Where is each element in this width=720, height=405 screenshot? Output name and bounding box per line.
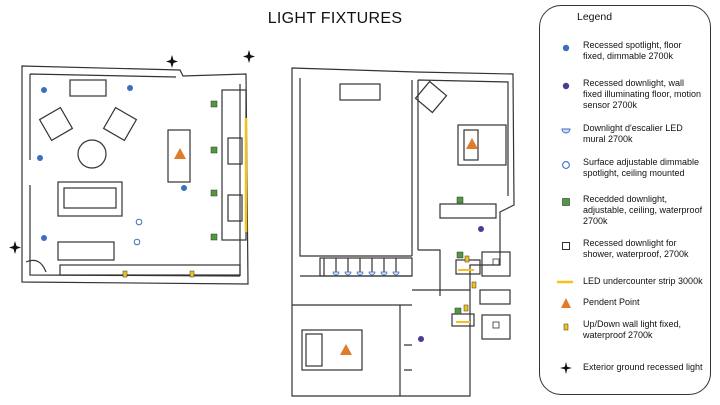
recessed-spotlight-blue: [127, 85, 133, 91]
shower-downlight-open: [492, 321, 500, 329]
ground-floor-plan: [21, 65, 249, 285]
recessed-downlight-purple: [418, 336, 424, 342]
floor-plans: [9, 50, 515, 397]
recessed-downlight-green: [210, 146, 218, 154]
up-down-wall-light: [189, 270, 195, 278]
surface-spotlight-open: [135, 218, 143, 226]
surface-spotlight-open: [133, 238, 141, 246]
orange-triangle-icon: [561, 298, 571, 308]
exterior-light-star: [166, 55, 178, 68]
stair-downlights: [332, 271, 400, 276]
legend-item-label: Surface adjustable dimmable spotlight, c…: [583, 157, 700, 178]
recessed-downlight-green: [454, 307, 462, 315]
exterior-light-star: [9, 241, 21, 254]
recessed-spotlight-blue: [37, 155, 43, 161]
upper-floor-plan-top: [291, 67, 515, 397]
legend-item-label: Up/Down wall light fixed, waterproof 270…: [583, 319, 682, 340]
legend-item-label: Recedded downlight, adjustable, ceiling,…: [583, 194, 703, 226]
up-down-wall-light: [471, 281, 477, 289]
legend-item-label: Downlight d'escalier LED mural 2700k: [583, 123, 683, 144]
green-square-icon: [562, 198, 570, 206]
blue-dot-icon: [562, 44, 570, 52]
up-down-wall-light: [122, 270, 128, 278]
legend-title: Legend: [577, 11, 613, 23]
shower-downlight-open: [492, 258, 500, 266]
legend-item-label: Recessed downlight for shower, waterproo…: [583, 238, 689, 259]
purple-dot-icon: [562, 82, 570, 90]
recessed-downlight-green: [456, 251, 464, 259]
legend-item-label: Pendent Point: [583, 297, 640, 307]
up-down-wall-light: [464, 255, 470, 263]
pendent-point-triangle: [340, 344, 352, 355]
small-yellow-rect-icon: [563, 323, 569, 331]
pendent-point-triangle: [174, 148, 186, 159]
recessed-downlight-green: [210, 100, 218, 108]
open-square-icon: [562, 242, 570, 250]
legend-item-label: Exterior ground recessed light: [583, 362, 703, 372]
pendent-point-triangle: [466, 138, 478, 149]
exterior-light-star: [243, 50, 255, 63]
legend-item-label: Recessed spotlight, floor fixed, dimmabl…: [583, 40, 682, 61]
legend-item-label: Recessed downlight, wall fixed illuminat…: [583, 78, 702, 110]
yellow-line-icon: [557, 280, 573, 284]
legend-panel: [539, 5, 711, 395]
half-circle-icon: [561, 128, 571, 134]
recessed-spotlight-blue: [41, 87, 47, 93]
diagram-title: LIGHT FIXTURES: [267, 10, 403, 27]
star-icon: [560, 362, 572, 374]
up-down-wall-light: [463, 304, 469, 312]
fixtures: [9, 50, 500, 355]
legend-item-label: LED undercounter strip 3000k: [583, 276, 703, 286]
recessed-downlight-purple: [478, 226, 484, 232]
recessed-spotlight-blue: [181, 185, 187, 191]
recessed-downlight-green: [456, 196, 464, 204]
recessed-downlight-green: [210, 233, 218, 241]
open-circle-icon: [562, 161, 570, 169]
recessed-spotlight-blue: [41, 235, 47, 241]
recessed-downlight-green: [210, 189, 218, 197]
